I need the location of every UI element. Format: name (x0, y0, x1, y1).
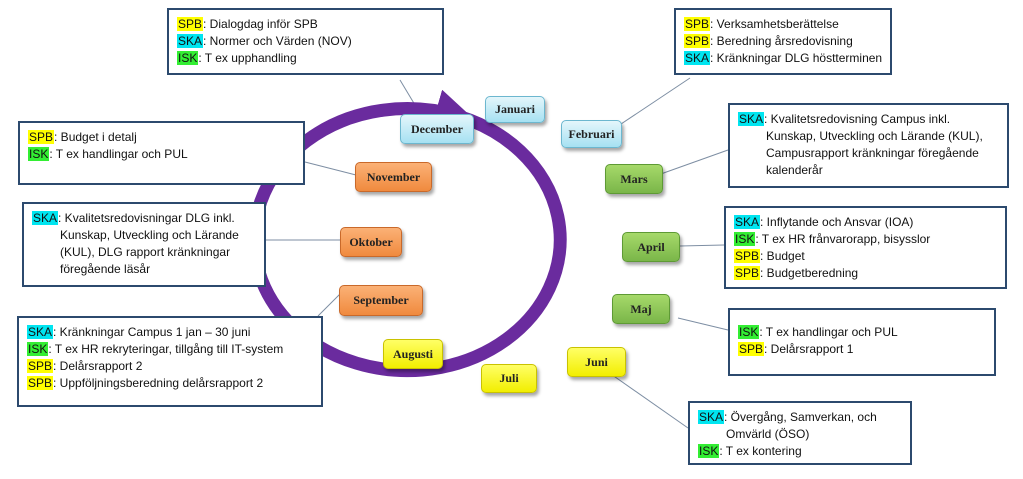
month-juni: Juni (567, 347, 626, 377)
callout-line: SKA: Kvalitetsredovisning Campus inkl. (738, 112, 951, 126)
spb-tag: SPB (738, 342, 765, 356)
spb-tag: SPB (177, 17, 204, 31)
callout-line: SPB: Dialogdag inför SPB (177, 17, 318, 31)
callout-december: SPB: Dialogdag inför SPB SKA: Normer och… (167, 8, 444, 75)
callout-line: Kunskap, Utveckling och Lärande (KUL), (766, 129, 983, 143)
month-juli: Juli (481, 364, 537, 393)
callout-line: SKA: Normer och Värden (NOV) (177, 34, 352, 48)
callout-mars: SKA: Kvalitetsredovisning Campus inkl. K… (728, 103, 1009, 188)
callout-line: Campusrapport kränkningar föregående (766, 146, 979, 160)
month-augusti: Augusti (383, 339, 443, 369)
ska-tag: SKA (738, 112, 765, 126)
month-maj: Maj (612, 294, 670, 324)
callout-line: SPB: Delårsrapport 1 (738, 342, 854, 356)
callout-line: SKA: Kränkningar DLG höstterminen (684, 51, 883, 65)
connector-april (679, 244, 725, 247)
cycle-arrow-ring (247, 89, 567, 378)
spb-tag: SPB (734, 266, 761, 280)
ska-tag: SKA (698, 410, 725, 424)
callout-line: Kunskap, Utveckling och Lärande (60, 228, 239, 242)
connector-februari (611, 77, 691, 131)
month-september: September (339, 285, 423, 316)
connector-september (317, 291, 343, 317)
callout-line: (KUL), DLG rapport kränkningar (60, 245, 231, 259)
callout-line: SKA: Övergång, Samverkan, och (698, 410, 877, 424)
callout-april: SKA: Inflytande och Ansvar (IOA) ISK: T … (724, 206, 1007, 289)
connector-juni (607, 371, 689, 429)
callout-line: ISK: T ex upphandling (177, 51, 297, 65)
isk-tag: ISK (738, 325, 760, 339)
isk-tag: ISK (177, 51, 199, 65)
callout-line: SPB: Beredning årsredovisning (684, 34, 853, 48)
callout-line: ISK: T ex handlingar och PUL (738, 325, 898, 339)
ska-tag: SKA (177, 34, 204, 48)
isk-tag: ISK (27, 342, 49, 356)
callout-line: SKA: Inflytande och Ansvar (IOA) (734, 215, 914, 229)
month-mars: Mars (605, 164, 663, 194)
spb-tag: SPB (684, 34, 711, 48)
connector-november (304, 161, 357, 176)
ska-tag: SKA (734, 215, 761, 229)
callout-line: ISK: T ex HR rekryteringar, tillgång til… (27, 342, 284, 356)
callout-line: SPB: Budget (734, 249, 805, 263)
callout-line: SKA: Kränkningar Campus 1 jan – 30 juni (27, 325, 251, 339)
callout-line: föregående läsår (60, 262, 151, 276)
spb-tag: SPB (734, 249, 761, 263)
month-november: November (355, 162, 432, 192)
callout-line: ISK: T ex HR frånvarorapp, bisysslor (734, 232, 931, 246)
callout-line: SPB: Delårsrapport 2 (27, 359, 143, 373)
ska-tag: SKA (27, 325, 54, 339)
month-januari: Januari (485, 96, 545, 123)
callout-line: kalenderår (766, 163, 823, 177)
spb-tag: SPB (684, 17, 711, 31)
callout-line: ISK: T ex handlingar och PUL (28, 147, 188, 161)
spb-tag: SPB (28, 130, 55, 144)
month-februari: Februari (561, 120, 622, 148)
callout-september: SKA: Kränkningar Campus 1 jan – 30 juni … (17, 316, 323, 407)
callout-line: SPB: Budgetberedning (734, 266, 859, 280)
callout-line: SPB: Verksamhetsberättelse (684, 17, 839, 31)
month-oktober: Oktober (340, 227, 402, 257)
callout-line: SPB: Budget i detalj (28, 130, 137, 144)
month-december: December (400, 114, 474, 144)
callout-line: Omvärld (ÖSO) (726, 427, 810, 441)
spb-tag: SPB (27, 359, 54, 373)
connector-mars (657, 149, 729, 176)
connector-lines (266, 77, 729, 429)
spb-tag: SPB (27, 376, 54, 390)
isk-tag: ISK (734, 232, 756, 246)
callout-line: SPB: Uppföljningsberedning delårsrapport… (27, 376, 264, 390)
callout-oktober: SKA: Kvalitetsredovisningar DLG inkl. Ku… (22, 202, 266, 287)
isk-tag: ISK (28, 147, 50, 161)
connector-maj (677, 317, 729, 331)
isk-tag: ISK (698, 444, 720, 458)
callout-maj: ISK: T ex handlingar och PUL SPB: Delårs… (728, 308, 996, 376)
callout-line: ISK: T ex kontering (698, 444, 802, 458)
callout-november: SPB: Budget i detalj ISK: T ex handlinga… (18, 121, 305, 185)
ska-tag: SKA (32, 211, 59, 225)
month-april: April (622, 232, 680, 262)
ska-tag: SKA (684, 51, 711, 65)
callout-juni: SKA: Övergång, Samverkan, och Omvärld (Ö… (688, 401, 912, 465)
callout-line: SKA: Kvalitetsredovisningar DLG inkl. (32, 211, 235, 225)
callout-februari: SPB: Verksamhetsberättelse SPB: Berednin… (674, 8, 892, 75)
